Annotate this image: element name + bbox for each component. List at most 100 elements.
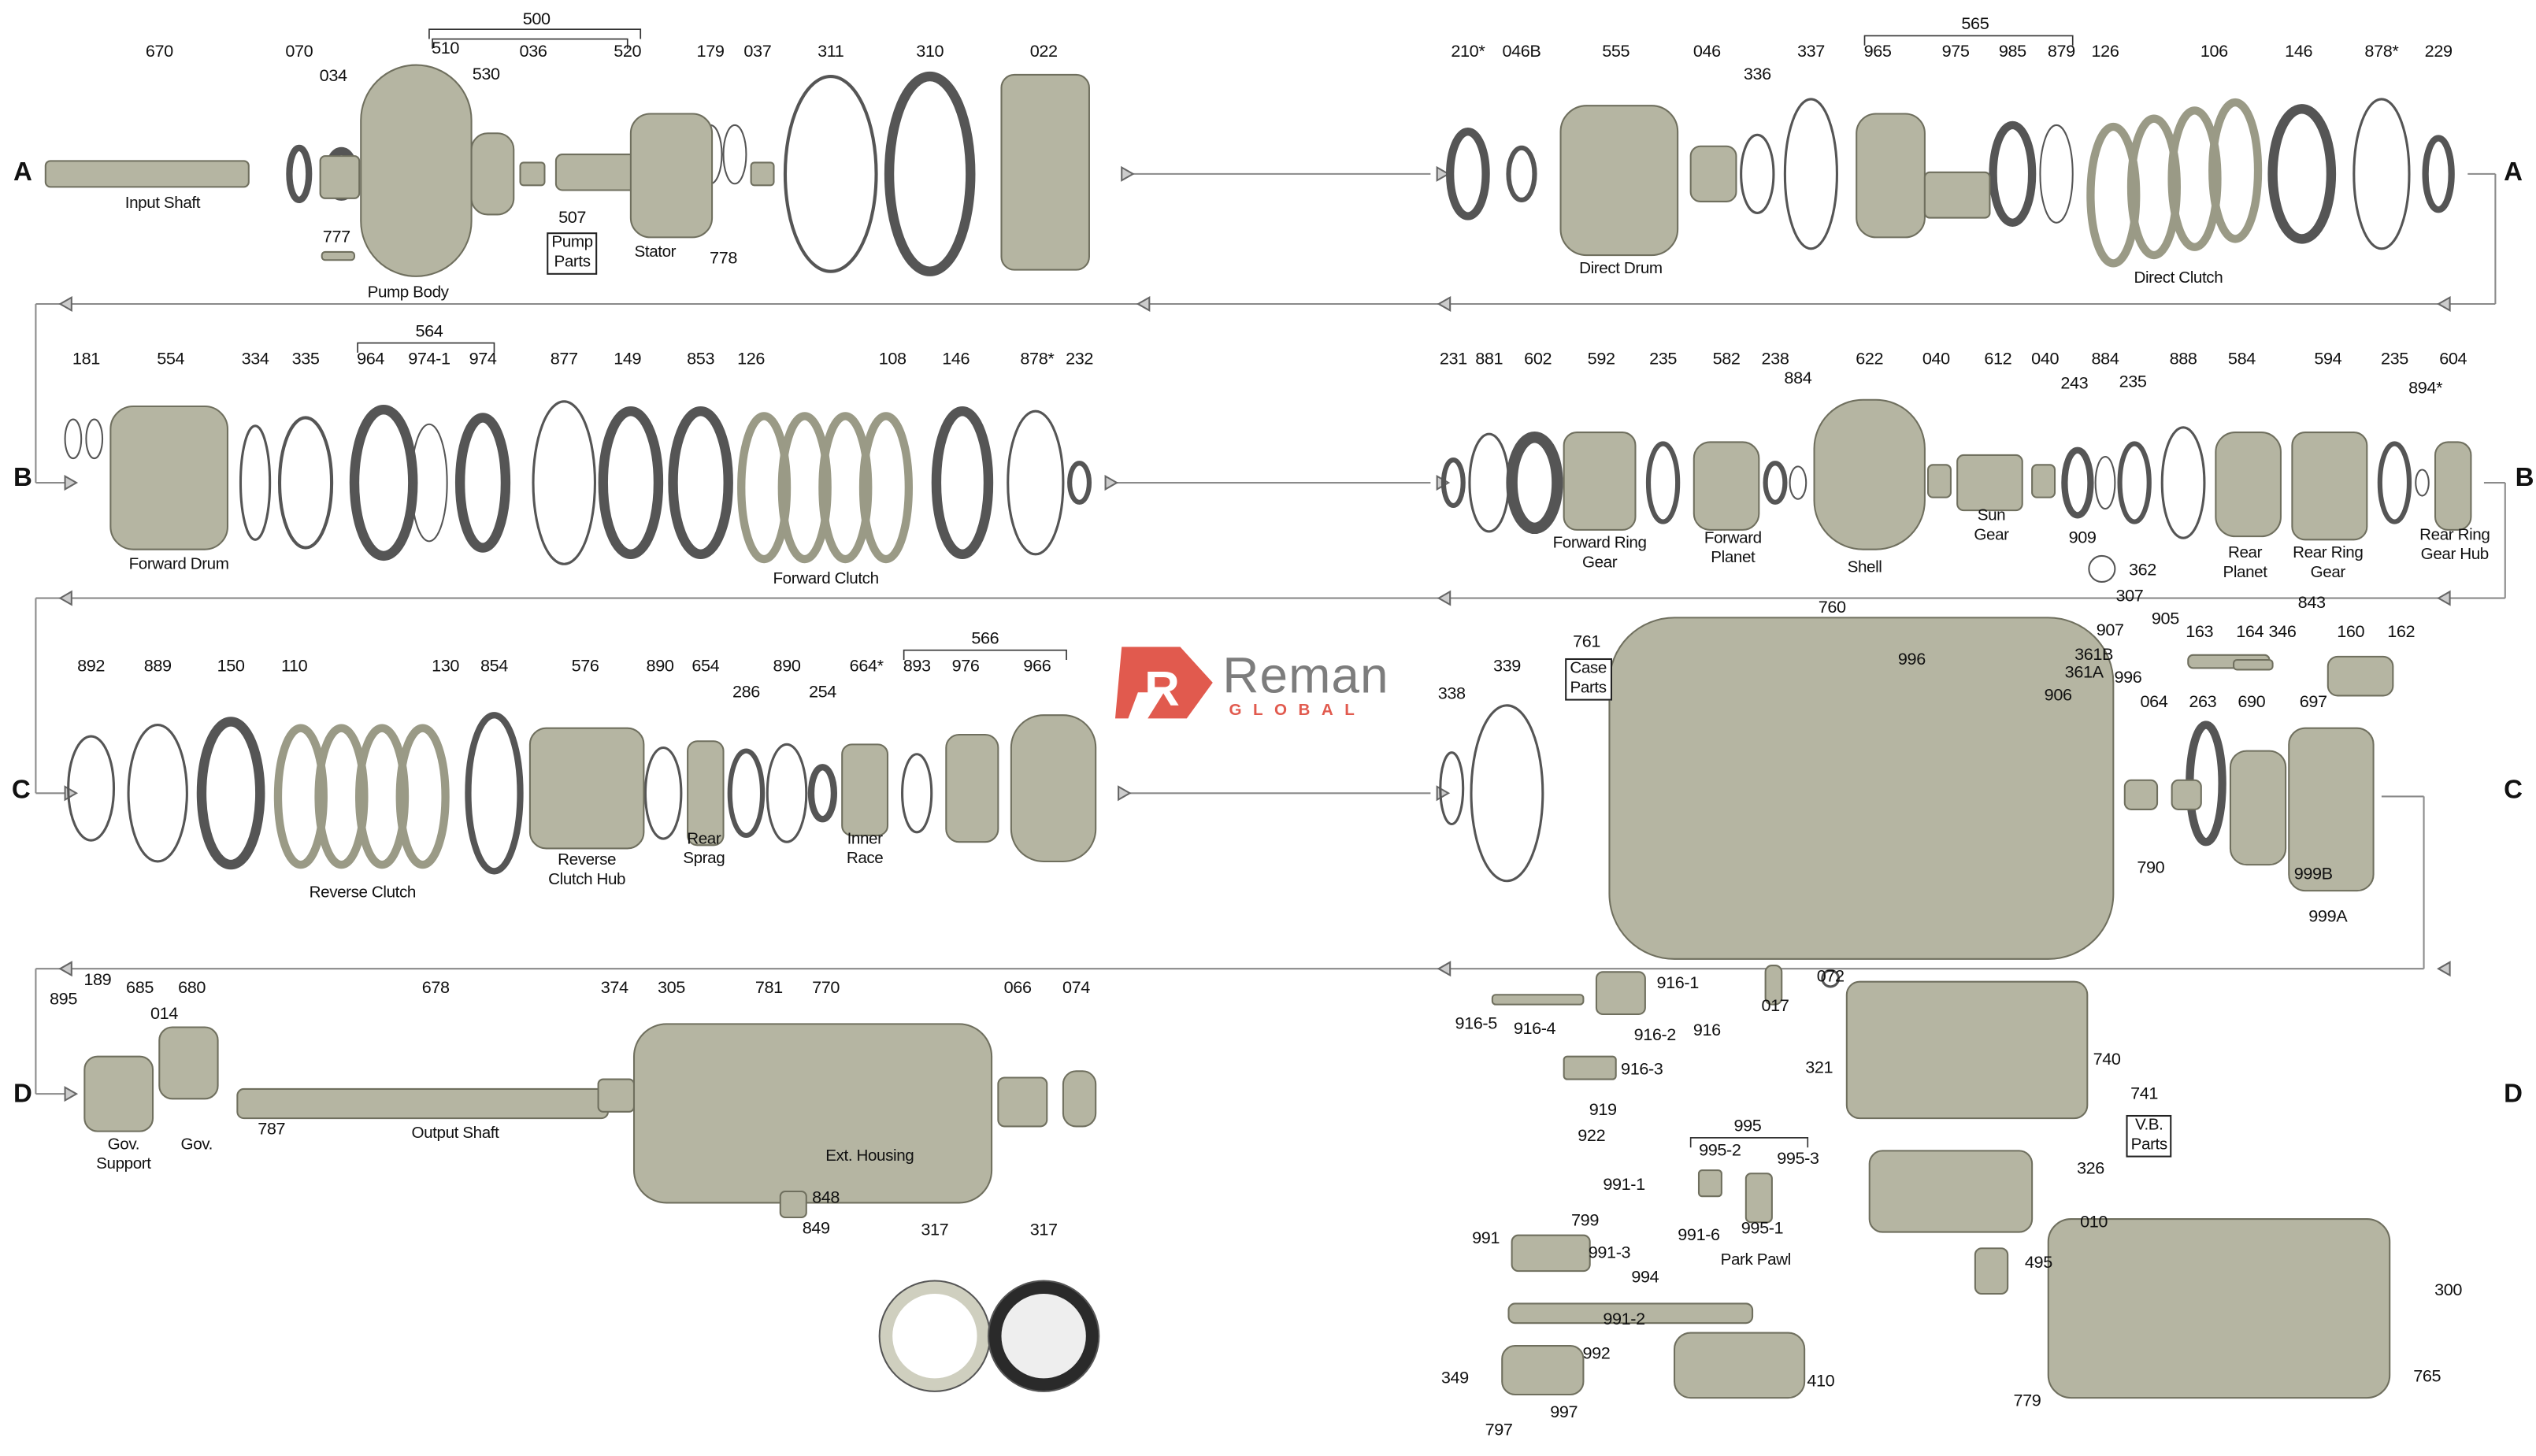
ring-part [1468, 432, 1511, 533]
component-part [1491, 994, 1585, 1006]
ring-part [931, 406, 994, 560]
component-part [1507, 1302, 1754, 1324]
part-callout: 843 [2297, 593, 2326, 613]
part-callout: 741 [2130, 1084, 2159, 1104]
component-part [1689, 145, 1737, 202]
reman-global-logo: R Reman GLOBAL [1114, 643, 1424, 724]
row-letter: B [2515, 465, 2534, 493]
part-callout: 163 [2186, 622, 2214, 643]
part-callout: 036 [519, 42, 547, 62]
part-callout: 906 [2044, 686, 2072, 706]
component-part [1868, 1150, 2034, 1233]
part-callout: 697 [2299, 692, 2327, 713]
part-callout: 849 [802, 1219, 830, 1239]
part-callout: 229 [2424, 42, 2453, 62]
part-callout: 235 [1649, 349, 1678, 369]
part-callout: 349 [1440, 1368, 1469, 1388]
logo-word: Reman [1222, 646, 1389, 704]
part-callout: 991 [1472, 1228, 1500, 1249]
500-bracket [428, 28, 642, 39]
part-callout: 622 [1856, 349, 1884, 369]
part-callout: 916-3 [1621, 1059, 1663, 1080]
part-callout: 110 [280, 656, 308, 676]
ring-part [598, 406, 664, 560]
component-part [1764, 965, 1783, 1006]
component-part [109, 405, 229, 550]
ring-part [465, 712, 524, 875]
clutch-plate [2208, 98, 2263, 243]
part-callout: 034 [319, 66, 347, 87]
ring-part [532, 400, 597, 565]
ring-part [1789, 465, 1807, 500]
part-callout: 853 [687, 349, 715, 369]
part-callout: 922 [1578, 1126, 1606, 1147]
part-callout: 678 [421, 978, 450, 998]
part-callout: 893 [903, 656, 931, 676]
logo-r-mark-icon: R [1114, 646, 1213, 719]
component-part [997, 1076, 1048, 1128]
part-callout: 146 [942, 349, 970, 369]
part-callout: 022 [1029, 42, 1058, 62]
part-callout: 520 [614, 42, 642, 62]
part-callout: 996 [2114, 668, 2142, 688]
part-callout: 311 [818, 42, 844, 62]
parts-reference-box: Case Parts [1565, 658, 1612, 701]
component-part [1845, 980, 2089, 1120]
part-callout: 991-1 [1603, 1175, 1645, 1195]
ring-part [643, 746, 683, 840]
part-callout: 374 [600, 978, 628, 998]
component-part [1608, 617, 2115, 960]
part-callout: 884 [2091, 349, 2119, 369]
part-callout: 346 [2268, 622, 2297, 643]
part-callout: 321 [1805, 1058, 1833, 1078]
ring-part [2088, 554, 2116, 583]
ring-part [807, 764, 838, 823]
component-part [1697, 1169, 1722, 1198]
part-callout: 046B [1502, 42, 1541, 62]
part-caption: Direct Drum [1579, 260, 1663, 278]
part-caption: Forward Clutch [773, 570, 879, 589]
part-callout: 594 [2314, 349, 2342, 369]
part-caption: Gov. Support [96, 1136, 151, 1174]
row-letter: C [2504, 776, 2523, 805]
component-part [528, 727, 645, 850]
ring-part [127, 724, 188, 863]
ring-part [2415, 469, 2430, 497]
part-callout: 231 [1439, 349, 1467, 369]
part-callout: 670 [145, 42, 173, 62]
flow-arrow-icon [1436, 165, 1451, 182]
564-bracket [357, 342, 495, 353]
clutch-plate [2086, 122, 2141, 268]
flow-arrow-icon [1437, 961, 1452, 977]
component-part [2233, 658, 2274, 671]
part-callout: 310 [916, 42, 944, 62]
ring-part [85, 418, 104, 460]
part-callout: 878* [1020, 349, 1055, 369]
part-callout: 905 [2151, 609, 2179, 629]
part-callout: 919 [1589, 1100, 1617, 1121]
part-callout: 564 [415, 321, 443, 342]
ring-part [727, 748, 766, 839]
ring-part [2039, 124, 2074, 224]
part-callout: 286 [732, 682, 760, 702]
component-part [1813, 398, 1926, 550]
part-callout: 740 [2093, 1050, 2121, 1070]
component-part [687, 740, 725, 847]
part-callout: 881 [1475, 349, 1503, 369]
part-callout: 890 [773, 656, 801, 676]
component-part [632, 1023, 993, 1204]
component-part [597, 1078, 636, 1113]
component-part [1956, 454, 2023, 512]
part-callout: 162 [2387, 622, 2416, 643]
ring-part [2117, 441, 2152, 524]
component-part [779, 1190, 807, 1219]
ring-part [1007, 409, 1065, 556]
part-callout: 150 [217, 656, 245, 676]
part-callout: 995-2 [1699, 1140, 1741, 1161]
part-callout: 797 [1485, 1421, 1513, 1440]
ring-part [783, 74, 878, 273]
ring-part [2422, 135, 2455, 213]
part-callout: 336 [1743, 65, 1771, 85]
part-callout: 778 [710, 248, 737, 269]
ring-part [349, 404, 418, 561]
